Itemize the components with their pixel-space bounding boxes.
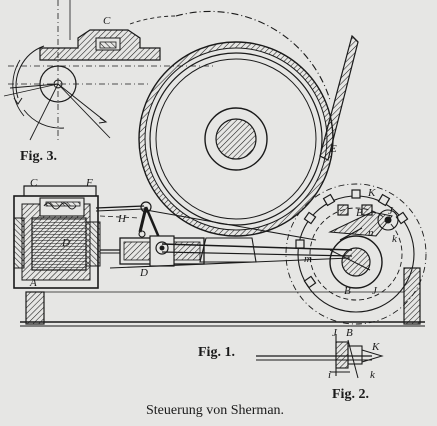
label-J2: J (372, 285, 378, 297)
label-C-left: C (30, 177, 38, 189)
label-D-mid: D (139, 267, 148, 279)
label-C-top: C (103, 15, 111, 27)
label-m: m (304, 253, 312, 265)
label-D-cyl: D (61, 237, 70, 249)
label-J1: J (388, 205, 394, 217)
crank-gear (285, 183, 427, 325)
label-B2-lower: B (344, 285, 351, 297)
label-n: n (368, 227, 374, 239)
caption: Steuerung von Sherman. (146, 403, 284, 418)
label-k2: k (370, 369, 376, 381)
label-J-fig2: J (332, 327, 338, 339)
fig1-label: Fig. 1. (198, 345, 235, 360)
label-E: E (329, 143, 337, 155)
fig2-governor-detail (256, 334, 384, 379)
label-i: i (328, 369, 331, 381)
labels: C E Fig. 3. C F H D A D m K B J n k B J … (20, 15, 398, 418)
drive-belt (319, 34, 359, 161)
fig2-label: Fig. 2. (332, 387, 369, 402)
label-B1: B (356, 207, 363, 219)
label-B-fig2: B (346, 327, 353, 339)
label-K2: K (371, 341, 380, 353)
fig3-valve-detail (3, 0, 215, 141)
label-F: F (85, 177, 93, 189)
label-k1: k (392, 233, 398, 245)
label-A: A (29, 277, 37, 289)
label-H: H (117, 213, 127, 225)
fig3-label: Fig. 3. (20, 149, 57, 164)
label-K1: K (367, 187, 376, 199)
